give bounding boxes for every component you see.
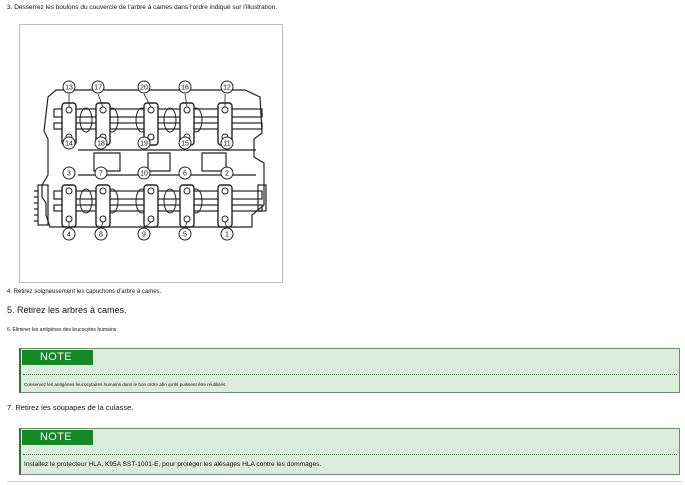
bolt-number-19: 19 (140, 141, 148, 148)
bolt-number-15: 15 (181, 141, 189, 148)
bolt-number-14: 14 (65, 141, 73, 148)
bolt-number-3: 3 (67, 171, 71, 178)
step-4-text: 4. Retirez soigneusement les capuchons d… (7, 289, 162, 295)
note-text: Conservez les antigènes leucocytaires hu… (24, 382, 227, 387)
bolt-number-10: 10 (140, 171, 148, 178)
camshaft-cover-bolt-diagram: 13 17 20 16 12 14 18 19 15 11 3 7 10 6 2… (19, 24, 283, 283)
note-badge: NOTE (22, 350, 93, 365)
bolt-number-9: 9 (142, 232, 146, 239)
step-5-text: 5. Retirez les arbres à cames. (7, 305, 127, 315)
step-3-text: 3. Desserrez les boulons du couvercle de… (7, 4, 277, 11)
note-divider (23, 374, 677, 375)
bolt-number-4: 4 (67, 232, 71, 239)
note-divider (23, 454, 677, 455)
camshaft-diagram-svg: 13 17 20 16 12 14 18 19 15 11 3 7 10 6 2… (34, 80, 267, 241)
step-7-text: 7. Retirez les soupapes de la culasse. (7, 403, 134, 412)
bolt-number-18: 18 (97, 141, 105, 148)
note-badge: NOTE (22, 430, 93, 445)
bolt-number-6: 6 (183, 171, 187, 178)
bolt-number-20: 20 (140, 85, 148, 92)
bolt-number-7: 7 (99, 171, 103, 178)
bolt-number-2: 2 (225, 171, 229, 178)
bolt-number-13: 13 (65, 85, 73, 92)
bolt-number-1: 1 (225, 232, 229, 239)
bottom-divider (7, 481, 682, 482)
bolt-number-12: 12 (223, 85, 231, 92)
bolt-number-17: 17 (94, 85, 102, 92)
step-6-text: 6. Éliminer les antigènes des leucocytes… (7, 327, 117, 333)
note-box-2: NOTE Installez le protecteur HLA, K95A S… (19, 428, 680, 475)
bolt-number-8: 8 (99, 232, 103, 239)
note-box-1: NOTE Conservez les antigènes leucocytair… (19, 348, 680, 393)
bolt-number-16: 16 (181, 85, 189, 92)
bolt-number-5: 5 (183, 232, 187, 239)
bolt-number-11: 11 (223, 141, 230, 148)
note-text: Installez le protecteur HLA, K95A SST-10… (24, 461, 322, 468)
